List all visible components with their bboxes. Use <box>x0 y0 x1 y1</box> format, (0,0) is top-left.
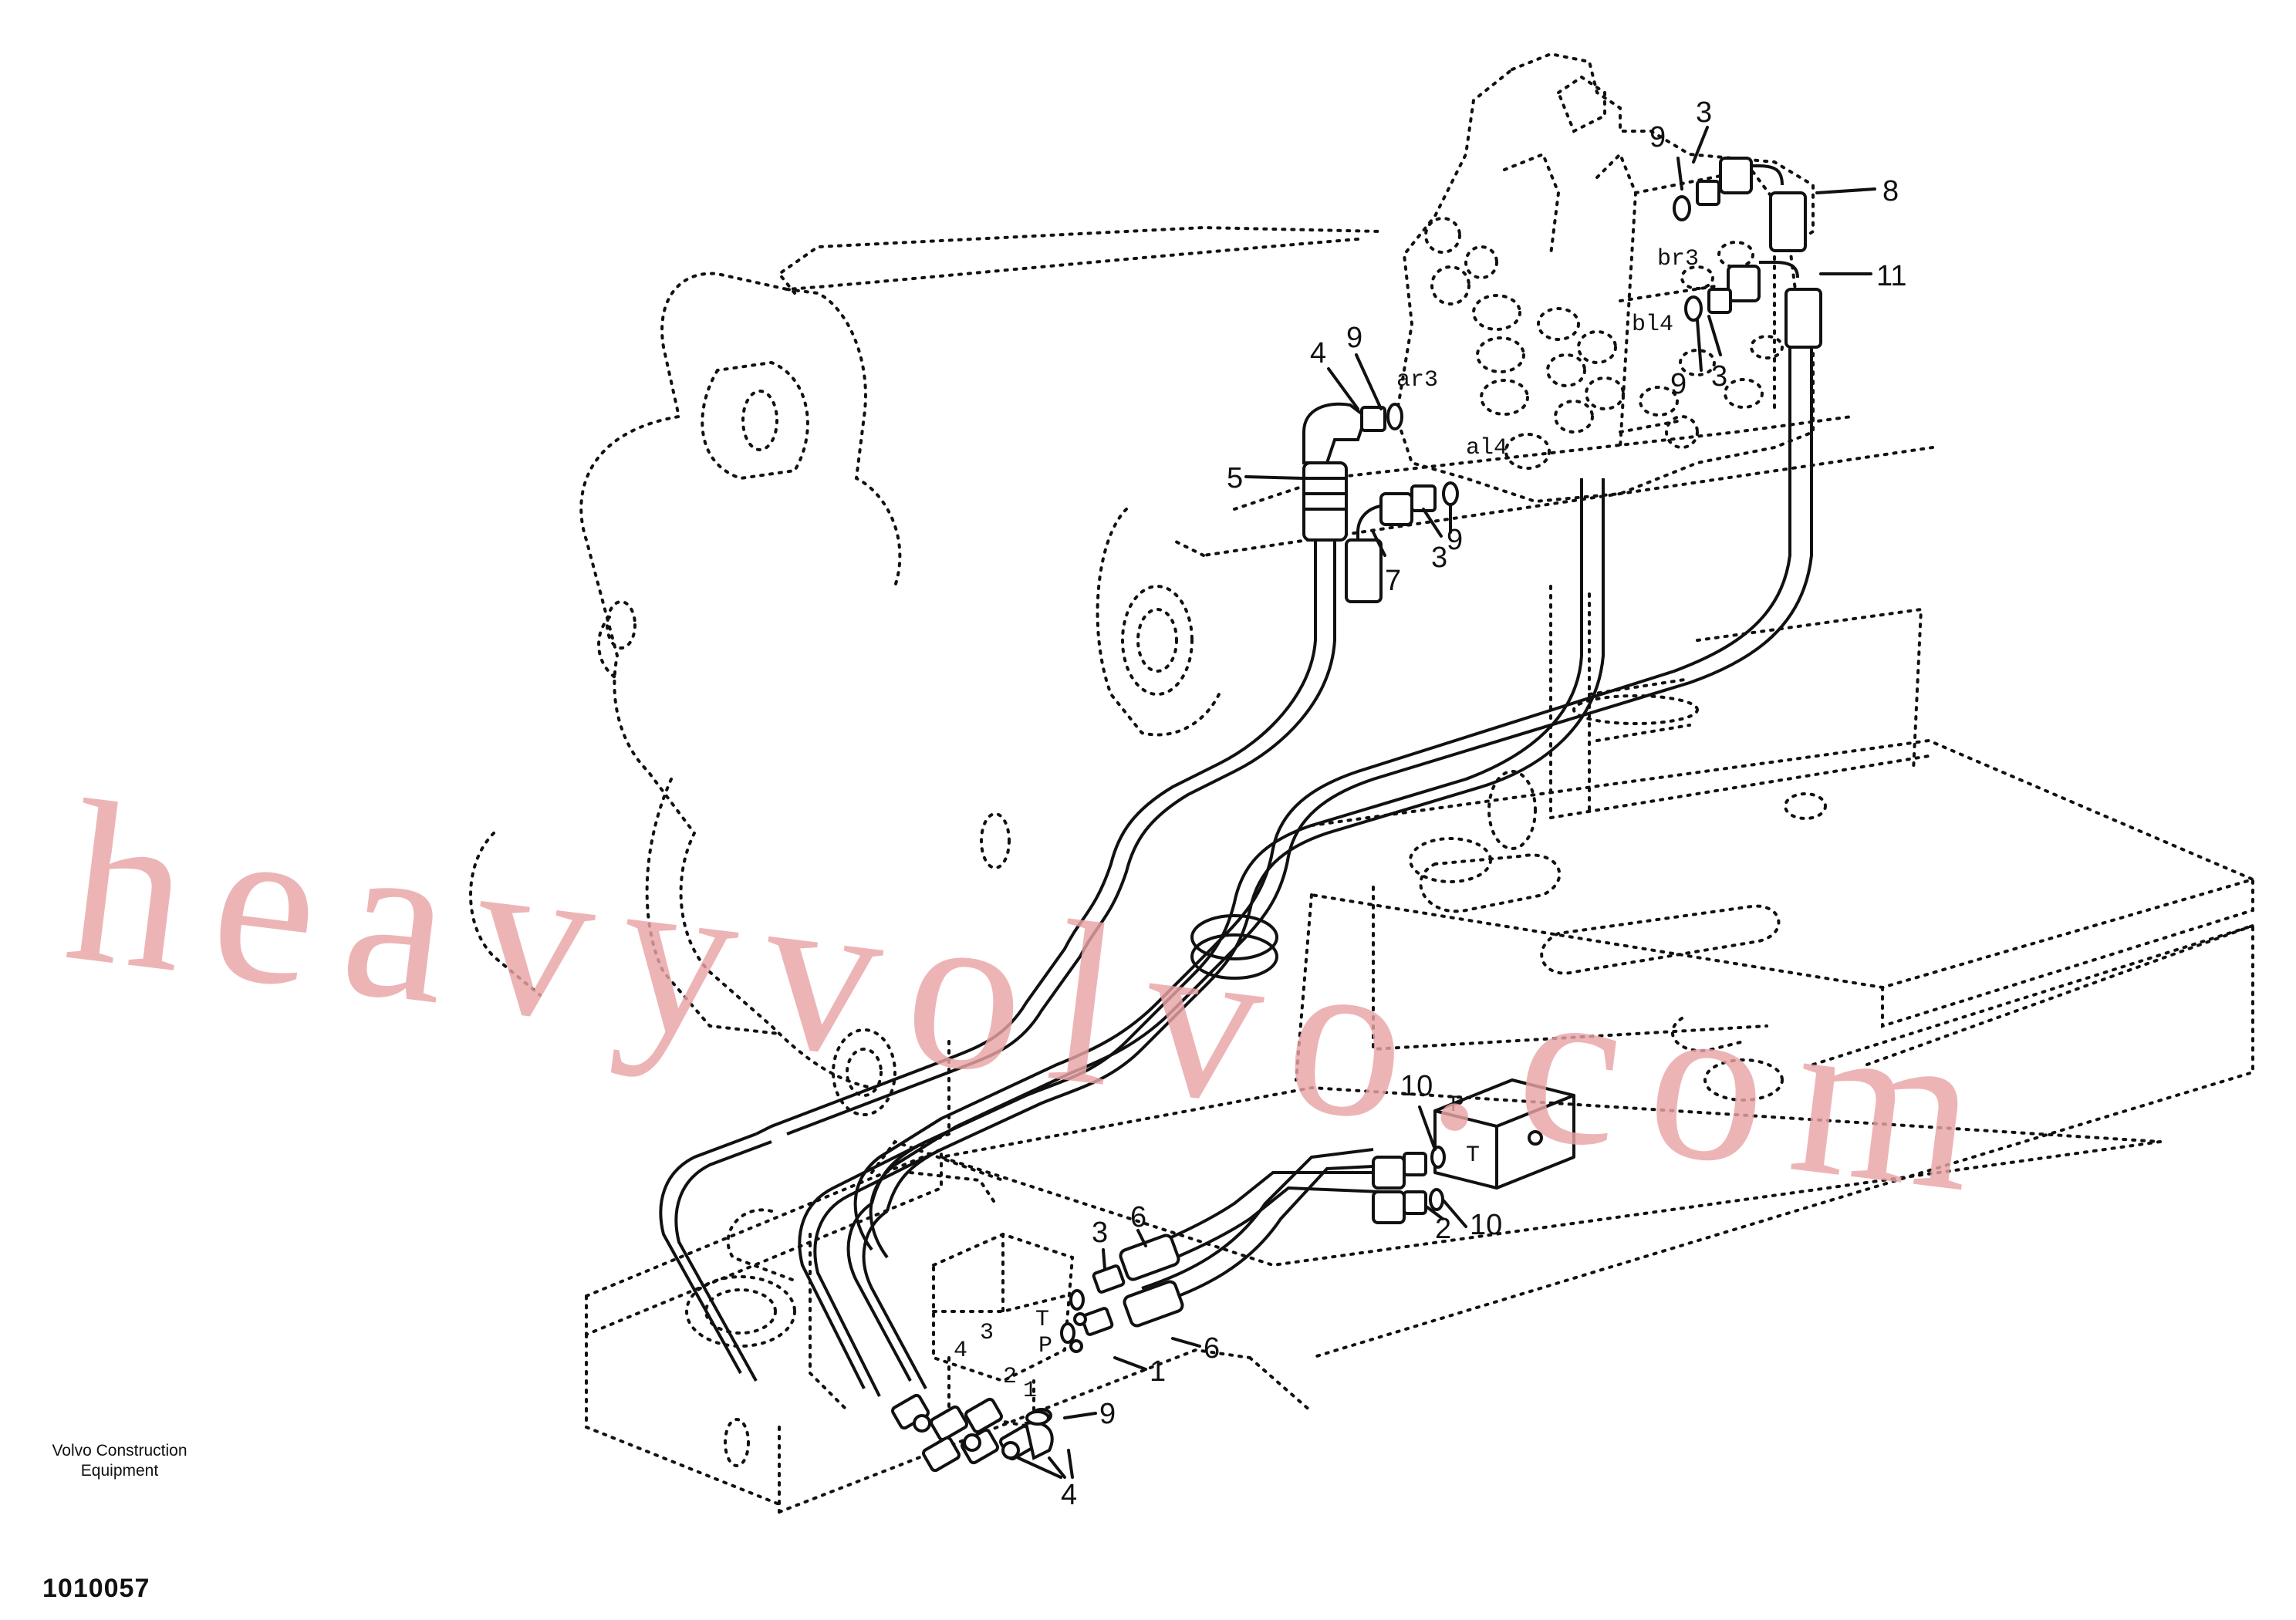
pedal-port-2: 2 <box>1003 1364 1017 1390</box>
fitting-group-4-bottom <box>891 1393 1054 1473</box>
pedal-port-3: 3 <box>980 1320 994 1346</box>
callout-9: 9 <box>1670 368 1687 400</box>
o-ring-9-bottom <box>1025 1410 1050 1426</box>
callout-7: 7 <box>1385 565 1401 597</box>
pedal-port-1: 1 <box>1023 1378 1037 1404</box>
o-ring-9-center <box>1442 481 1459 506</box>
callout-9: 9 <box>1649 121 1666 154</box>
elbow-2-lower <box>1372 1190 1406 1224</box>
callout-9: 9 <box>1346 322 1362 354</box>
o-ring-9-top-right <box>1673 195 1691 221</box>
callout-2: 2 <box>1435 1213 1451 1245</box>
hose-end-5 <box>1302 461 1348 542</box>
port-label-al4: al4 <box>1466 435 1508 461</box>
callout-4: 4 <box>1061 1479 1077 1511</box>
pedal-valve-ports: T P 4 3 2 1 <box>954 1307 1052 1404</box>
callout-10: 10 <box>1400 1070 1433 1102</box>
port-label-br3: br3 <box>1657 246 1699 272</box>
callout-4: 4 <box>1310 337 1326 370</box>
pedal-port-t: T <box>1035 1307 1049 1333</box>
drawing-number: 1010057 <box>42 1574 150 1603</box>
valve-port-t: T <box>1466 1142 1480 1169</box>
pedal-port-4: 4 <box>954 1338 967 1364</box>
callout-3: 3 <box>1711 360 1727 393</box>
o-ring-9-right <box>1684 295 1703 322</box>
hose-end-8 <box>1769 191 1807 252</box>
callout-11: 11 <box>1876 260 1906 292</box>
callout-6: 6 <box>1130 1201 1146 1234</box>
callout-3: 3 <box>1696 96 1712 129</box>
leader-lines <box>1017 126 1876 1479</box>
callout-6: 6 <box>1204 1332 1220 1365</box>
valve-port-p: P <box>1450 1092 1464 1119</box>
callout-3: 3 <box>1431 542 1447 574</box>
callout-9: 9 <box>1099 1398 1116 1430</box>
callout-9: 9 <box>1447 524 1463 556</box>
hose-end-7 <box>1345 538 1383 603</box>
fittings <box>891 157 1822 1473</box>
callout-3: 3 <box>1092 1217 1108 1249</box>
callout-5: 5 <box>1227 462 1243 494</box>
footer-company-line1: Volvo Construction <box>52 1442 187 1460</box>
callout-labels: 3 9 8 11 3 9 9 4 5 7 3 9 10 2 10 6 3 6 1… <box>1061 96 1906 1511</box>
o-ring-9-upper-left <box>1386 403 1403 430</box>
elbow-4-upper <box>1302 402 1368 464</box>
machine-frame-outline <box>469 225 2257 1514</box>
port-label-ar3: ar3 <box>1396 367 1438 393</box>
hose-bundle <box>659 324 1813 1397</box>
hose-end-6-upper <box>1119 1234 1180 1281</box>
shuttle-valve-block: P T <box>1433 1078 1575 1190</box>
hose-end-6-lower <box>1123 1280 1184 1328</box>
callout-1: 1 <box>1150 1355 1166 1388</box>
footer-company-line2: Equipment <box>80 1462 159 1480</box>
footer-company: Volvo Construction Equipment <box>42 1441 197 1481</box>
watermark-text: heavyvolvo.com <box>56 752 2019 1244</box>
callout-8: 8 <box>1882 175 1899 208</box>
pedal-port-p: P <box>1038 1333 1052 1359</box>
hose-end-11 <box>1784 288 1822 349</box>
port-label-bl4: bl4 <box>1632 312 1673 338</box>
callout-10: 10 <box>1470 1209 1502 1241</box>
